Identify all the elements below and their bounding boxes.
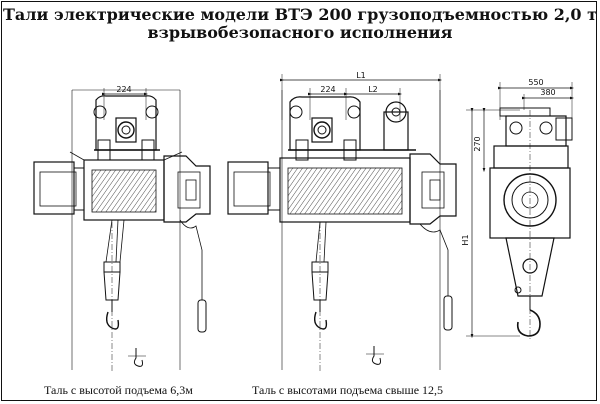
side-dim-550: 550 (528, 78, 543, 87)
caption-right: Таль с высотами подъема свыше 12,5 (252, 383, 444, 397)
hoist-middle-view (227, 74, 457, 372)
side-dim-380: 380 (540, 88, 555, 97)
hoist-side-view (466, 82, 575, 340)
title-line-1: Тали электрические модели ВТЭ 200 грузоп… (2, 5, 598, 24)
side-dim-h1: H1 (461, 234, 470, 245)
left-dim-224: 224 (116, 85, 131, 94)
mid-dim-l1: L1 (356, 71, 366, 80)
hoist-left-view (33, 88, 211, 372)
mid-dim-l2: L2 (368, 85, 378, 94)
side-dim-270: 270 (473, 136, 482, 151)
title-line-2: взрывобезопасного исполнения (147, 23, 453, 42)
mid-dim-224: 224 (320, 85, 335, 94)
caption-left: Таль с высотой подъема 6,3м (44, 383, 193, 397)
